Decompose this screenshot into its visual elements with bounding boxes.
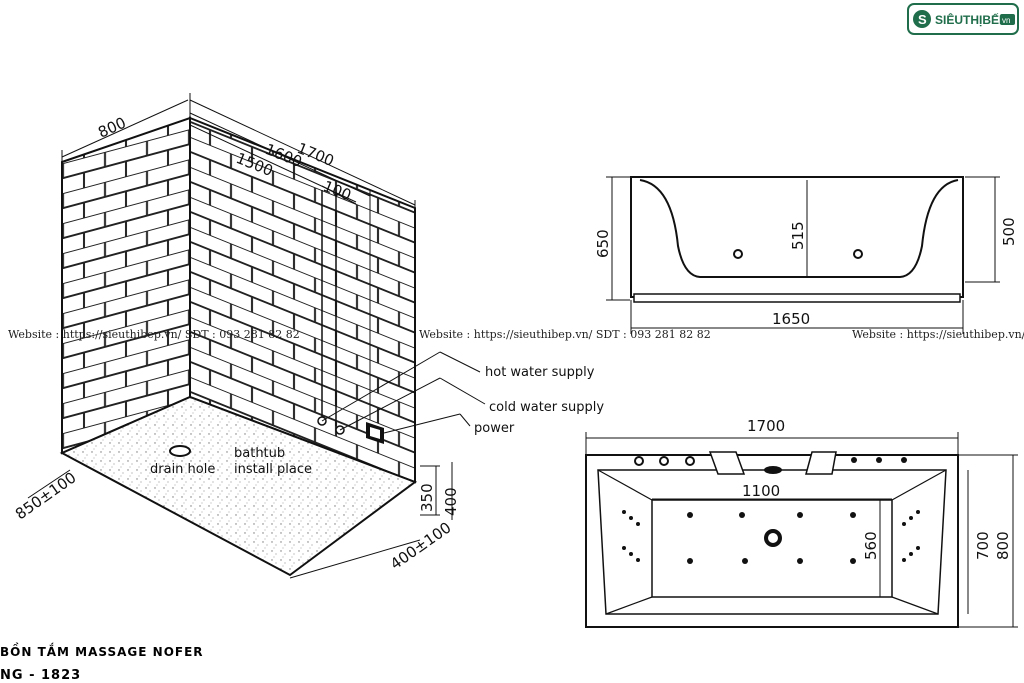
dim-width-800: 800 <box>994 531 1012 560</box>
pillow-right-icon <box>805 451 837 475</box>
dim-right-height: 500 <box>1000 217 1018 246</box>
dim-inner-length: 1100 <box>742 482 780 500</box>
product-model: NG - 1823 <box>0 668 81 683</box>
dim-inner-width: 560 <box>862 531 880 560</box>
dim-floor-depth: 850±100 <box>12 468 80 523</box>
jet-icon <box>853 249 863 259</box>
logo-s-icon <box>913 10 931 28</box>
watermark-left: Website : https://sieuthibep.vn/ SDT : 0… <box>8 328 300 341</box>
tub-side-basin <box>639 179 959 278</box>
watermark-center: Website : https://sieuthibep.vn/ SDT : 0… <box>419 328 711 341</box>
top-view: 1700 1100 560 <box>585 417 1018 628</box>
drain-hole-icon <box>169 445 191 457</box>
svg-text:S: S <box>918 12 927 27</box>
logo-text: SIÊUTHỊBẾP <box>935 12 1007 27</box>
dim-length: 1650 <box>772 310 810 328</box>
dim-total-height: 650 <box>594 229 612 258</box>
dim-height-inner: 350 <box>418 483 436 512</box>
left-wall <box>61 116 191 455</box>
side-view: 650 515 500 1650 <box>594 176 1018 334</box>
dim-width: 800 <box>95 114 128 142</box>
brand-logo: S SIÊUTHỊBẾP vn <box>907 3 1019 35</box>
dim-height-outer: 400 <box>442 487 460 516</box>
dim-floor-width: 400±100 <box>387 518 455 573</box>
center-drain-icon <box>764 529 782 547</box>
label-power: power <box>474 421 515 436</box>
jet-icon <box>876 457 882 463</box>
control-knob-icon <box>634 456 644 466</box>
label-hot-water: hot water supply <box>485 365 595 380</box>
dim-top-length: 1700 <box>747 417 785 435</box>
floor <box>59 395 418 577</box>
label-install-line1: bathtub <box>234 446 285 461</box>
jet-array <box>622 510 920 564</box>
label-drain-hole: drain hole <box>150 462 215 477</box>
label-install-line2: install place <box>234 462 312 477</box>
control-knob-icon <box>685 456 695 466</box>
logo-suffix: vn <box>1002 16 1010 25</box>
control-knob-icon <box>659 456 669 466</box>
faucet-icon <box>764 466 782 474</box>
dim-inner-depth: 515 <box>789 221 807 250</box>
jet-icon <box>851 457 857 463</box>
dim-width-700: 700 <box>974 531 992 560</box>
installation-view: 800 1700 1600 1500 100 850±100 400±100 3… <box>12 93 604 579</box>
pillow-left-icon <box>708 451 746 475</box>
product-name: BỒN TẮM MASSAGE NOFER <box>0 642 204 659</box>
label-cold-water: cold water supply <box>489 400 604 415</box>
jet-icon <box>733 249 743 259</box>
watermark-right: Website : https://sieuthibep.vn/ <box>852 328 1024 341</box>
jet-icon <box>901 457 907 463</box>
